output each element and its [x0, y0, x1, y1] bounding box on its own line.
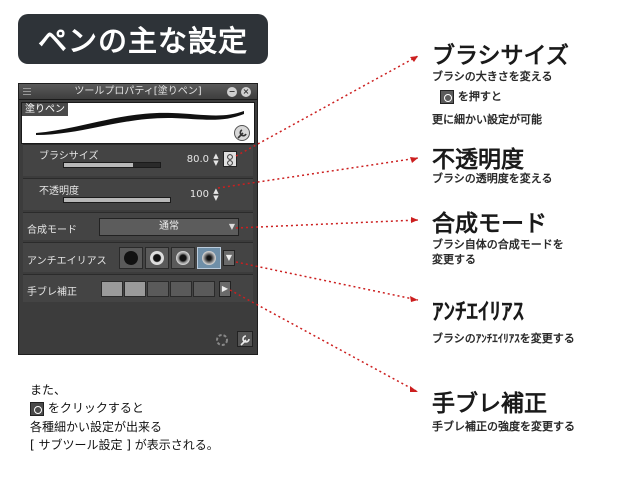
panel-titlebar[interactable]: ツールプロパティ[塗りペン] − × [19, 84, 257, 100]
stabilization-cell[interactable] [124, 281, 146, 297]
callout-title: 合成モード [432, 211, 547, 237]
note-text: 各種細かい設定が出来る [30, 420, 163, 434]
callout-description: ブラシのｱﾝﾁｴｲﾘｱｽを変更する [432, 332, 575, 345]
leader-line [235, 55, 419, 157]
callout-description: を押すと [440, 88, 502, 104]
preview-label: 塗りペン [22, 103, 68, 116]
antialias-label: アンチエイリアス [27, 256, 107, 267]
leader-arrowhead [410, 157, 418, 163]
callout-title: 不透明度 [432, 147, 524, 173]
stabilization-cell[interactable] [193, 281, 215, 297]
brush-size-label: ブラシサイズ [39, 151, 99, 162]
brush-stroke-preview [36, 111, 244, 135]
opacity-slider[interactable] [63, 197, 171, 203]
stabilization-cell[interactable] [101, 281, 123, 297]
brush-size-row: ブラシサイズ 80.0 ▲▼ [23, 144, 253, 176]
callout-description: ブラシの大きさを変える [432, 70, 553, 83]
close-icon[interactable]: × [241, 87, 251, 97]
chevron-down-icon: ▼ [228, 222, 235, 231]
stabilization-label: 手ブレ補正 [27, 287, 77, 298]
stabilization-row: 手ブレ補正 ▶ [23, 274, 253, 302]
leader-arrowhead [410, 296, 418, 302]
callout-title: ｱﾝﾁｴｲﾘｱｽ [432, 299, 524, 325]
callout-description: 更に細かい設定が可能 [432, 113, 542, 126]
blend-mode-label: 合成モード [27, 225, 77, 236]
callout-title: 手ブレ補正 [432, 391, 547, 417]
callout-description: ブラシの透明度を変える [432, 172, 553, 185]
dynamics-icon [440, 90, 454, 104]
dynamics-icon[interactable] [223, 151, 237, 167]
antialias-strong[interactable] [197, 247, 221, 269]
brush-size-spinner[interactable]: ▲▼ [213, 152, 219, 167]
minimize-icon[interactable]: − [227, 87, 237, 97]
opacity-spinner[interactable]: ▲▼ [213, 187, 219, 202]
leader-arrowhead [410, 386, 418, 392]
blend-mode-row: 合成モード 通常 ▼ [23, 212, 253, 240]
page-title: ペンの主な設定 [18, 14, 268, 64]
chevron-down-icon[interactable]: ▼ [223, 250, 235, 266]
stabilization-cell[interactable] [147, 281, 169, 297]
brush-size-value[interactable]: 80.0 [186, 154, 209, 165]
opacity-label: 不透明度 [39, 186, 79, 197]
note-text: をクリックすると [30, 399, 144, 416]
sub-tool-settings-icon [30, 401, 44, 416]
sub-tool-settings-icon[interactable] [237, 331, 253, 347]
opacity-value[interactable]: 100 [189, 189, 209, 200]
loading-icon [215, 332, 229, 346]
chevron-right-icon[interactable]: ▶ [219, 281, 231, 297]
antialias-none[interactable] [119, 247, 143, 269]
blend-mode-value: 通常 [159, 221, 179, 232]
callout-description: 変更する [432, 253, 476, 266]
note-text: また、 [30, 383, 67, 397]
brush-size-fill [64, 163, 134, 167]
opacity-row: 不透明度 100 ▲▼ [23, 178, 253, 210]
antialias-weak[interactable] [145, 247, 169, 269]
brush-preview: 塗りペン [21, 102, 255, 144]
tool-property-panel: ツールプロパティ[塗りペン] − × 塗りペン ブラシサイズ 80.0 ▲▼ 不… [18, 83, 258, 355]
callout-text: を押すと [457, 90, 502, 103]
antialias-row: アンチエイリアス ▼ [23, 242, 253, 272]
grip-icon[interactable] [23, 88, 31, 96]
panel-title: ツールプロパティ[塗りペン] [74, 86, 202, 97]
stabilization-cell[interactable] [170, 281, 192, 297]
leader-line [235, 219, 419, 229]
callout-description: ブラシ自体の合成モードを [432, 238, 564, 251]
blend-mode-select[interactable]: 通常 ▼ [99, 218, 239, 236]
antialias-medium[interactable] [171, 247, 195, 269]
callout-title: ブラシサイズ [432, 43, 569, 69]
wrench-icon[interactable] [234, 125, 250, 141]
leader-arrowhead [411, 217, 418, 223]
note-text-part: をクリックすると [47, 401, 144, 415]
leader-line [235, 261, 419, 301]
callout-description: 手ブレ補正の強度を変更する [432, 420, 575, 433]
brush-size-slider[interactable] [63, 162, 161, 168]
leader-arrowhead [410, 56, 418, 62]
leader-line [229, 289, 419, 393]
opacity-fill [64, 198, 170, 202]
note-text: [ サブツール設定 ] が表示される。 [30, 438, 219, 452]
leader-line [217, 157, 419, 189]
